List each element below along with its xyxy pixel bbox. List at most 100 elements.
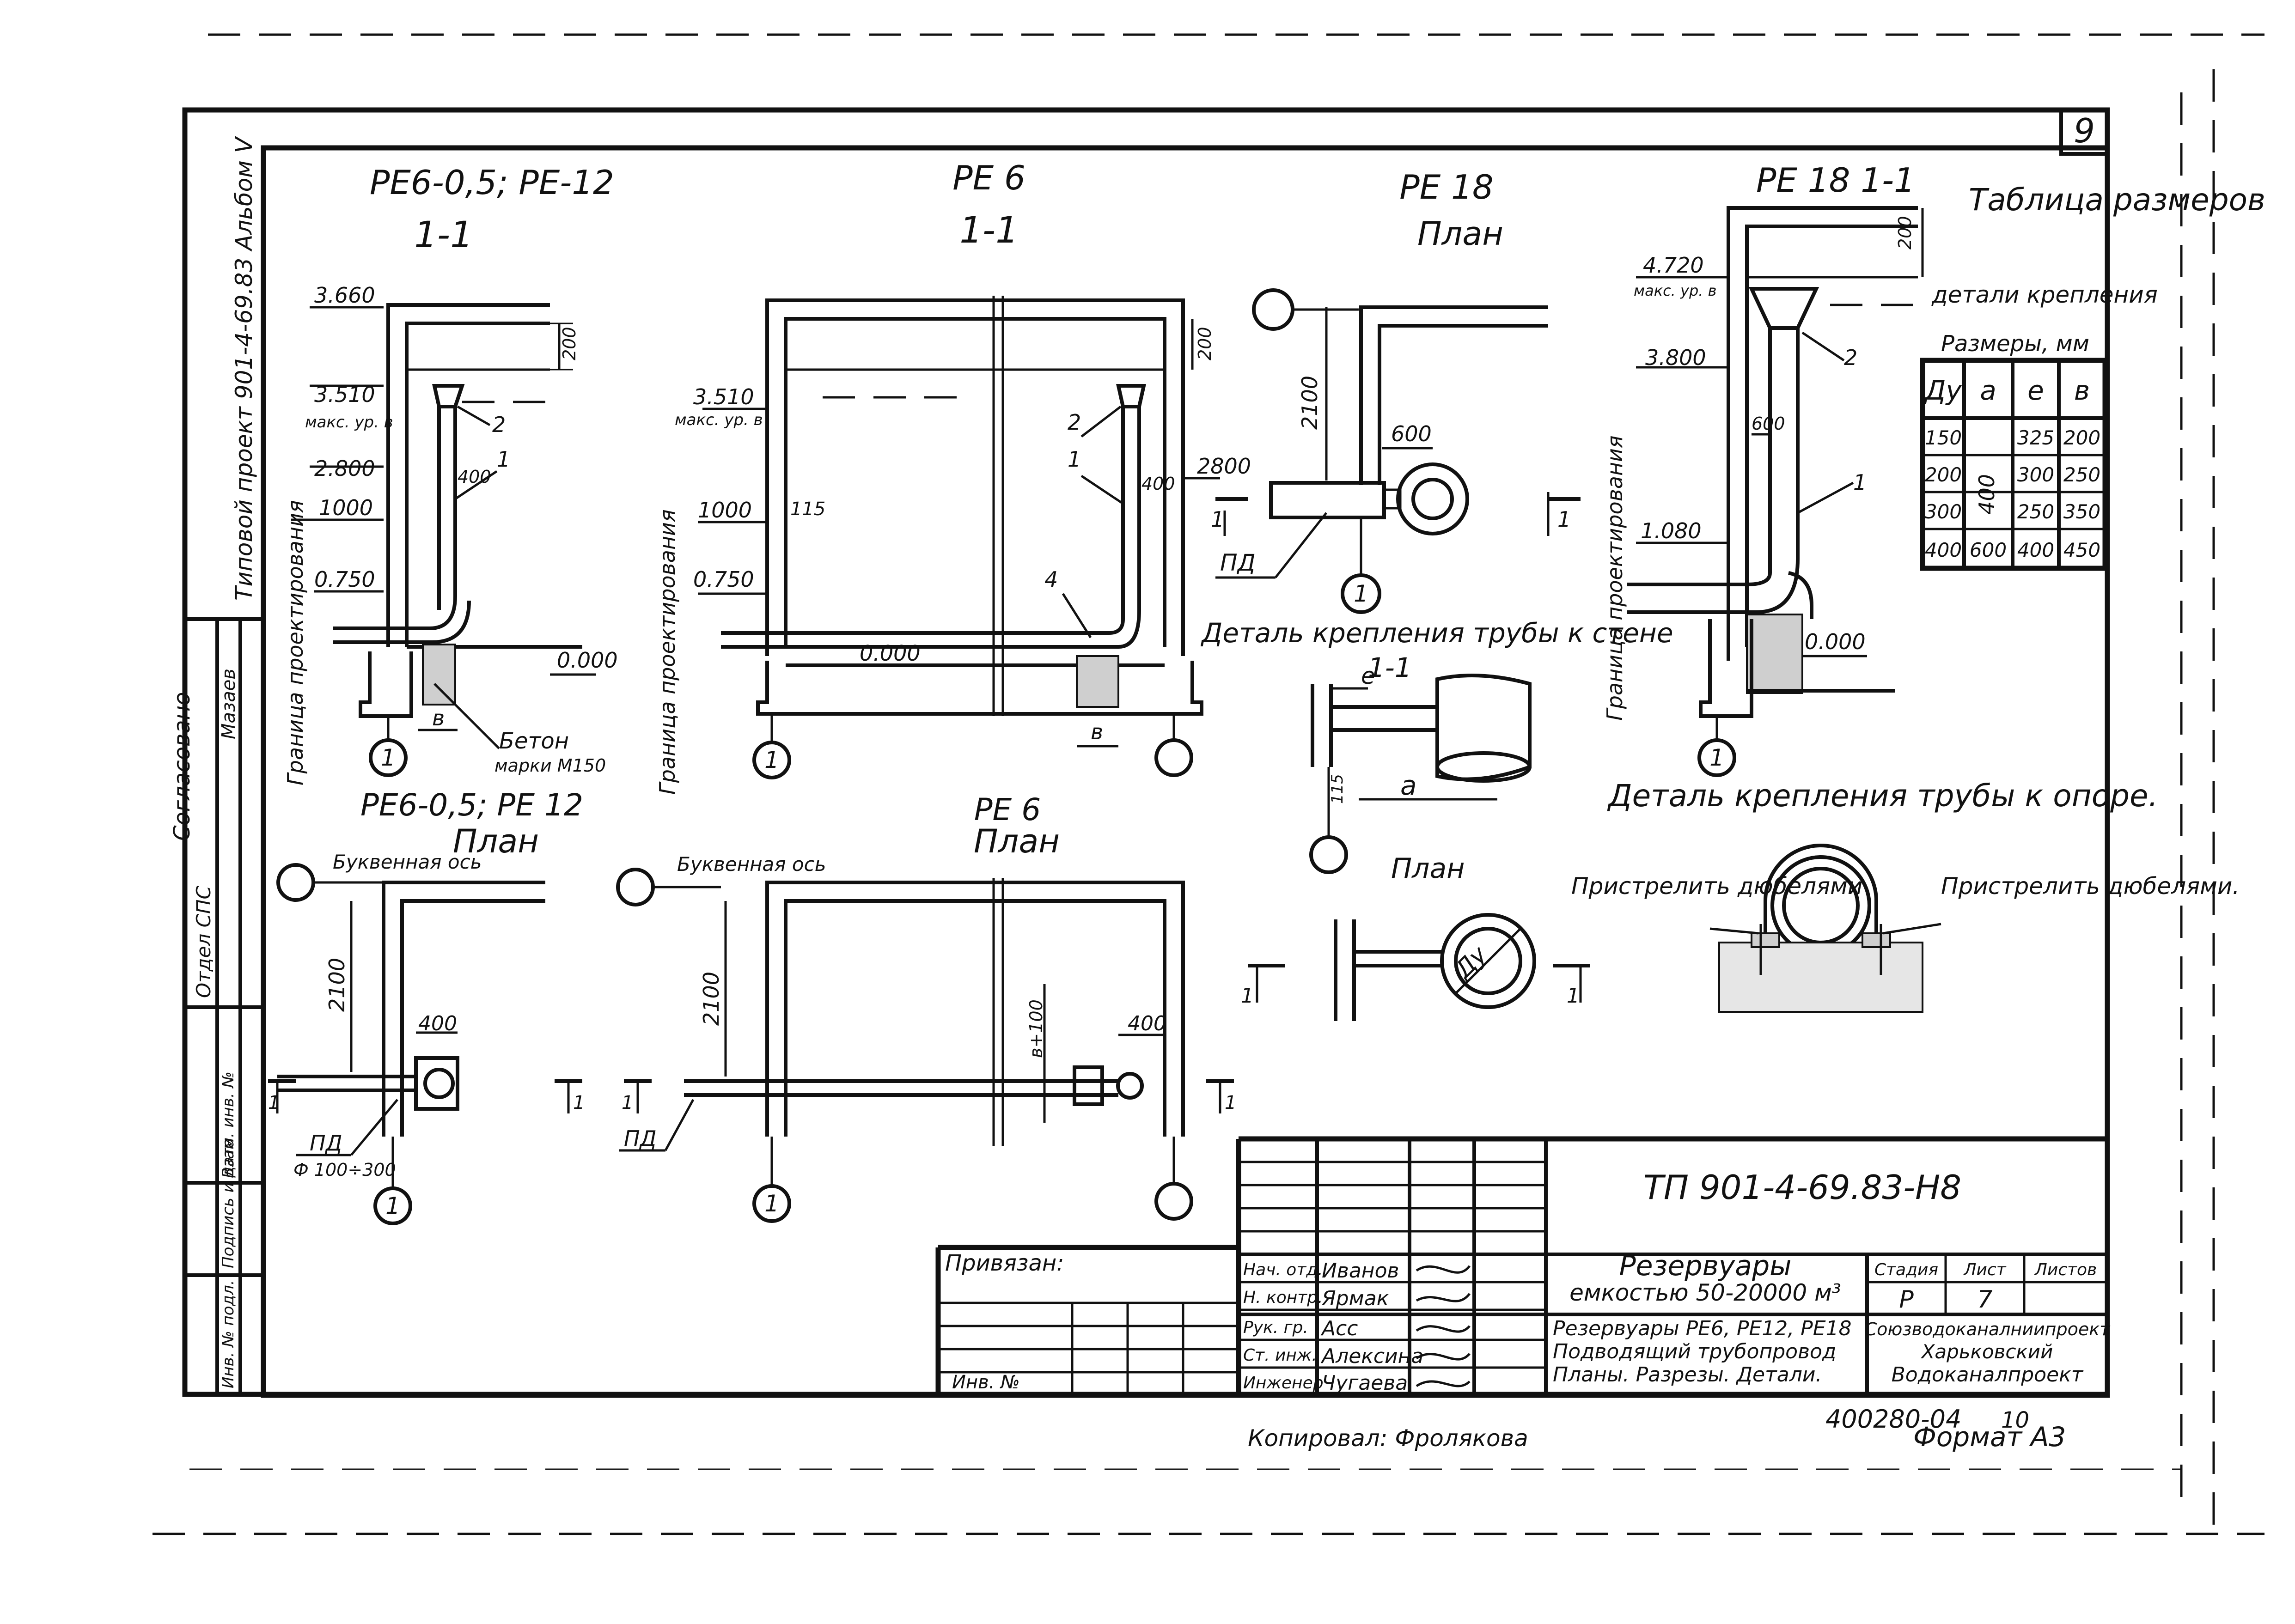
inner-frame [261,145,2110,1398]
v5-label-range: Ф 100÷300 [293,1160,396,1180]
v1-mark-maxlevel: макс. ур. в [305,413,393,432]
v2-dim-200: 200 [1195,327,1215,360]
detail-wall-section: 1-1 [1368,652,1412,683]
tb-product-title: Резервуары [1619,1250,1791,1282]
detail-support-left: Пристрелить дюбелями [1571,873,1862,900]
v1-dim-1000: 1000 [319,495,373,520]
view-re6-section: РЕ 6 1-1 3.510 макс. ур. в 1000 115 0.75… [655,158,1251,795]
tb-product-capacity: емкостью 50-20000 м³ [1569,1279,1841,1306]
tb-stage-header: Стадия [1874,1260,1938,1279]
v6-title: РЕ 6 [974,792,1041,827]
tb-role: Н. контр. [1243,1288,1323,1307]
detail-wall-du: Ду [1449,940,1493,984]
v1-concrete: Бетон [499,728,569,754]
v2-callout-2: 2 [1068,410,1081,435]
v4-mark-4720: 4.720 [1643,253,1704,278]
td: 400 [1925,539,1962,561]
size-table: Таблица размеров детали крепления Размер… [1920,182,2265,571]
view-re6-plan: РЕ 6 План Буквенная ось 2100 в+100 400 П… [616,792,1236,1223]
v1-mark-3660: 3.660 [314,283,375,308]
v1-mark-3510: 3.510 [314,382,375,407]
v3-sect-right: 1 [1557,507,1571,532]
v2-dim-115: 115 [790,499,825,520]
tb-sheet: 7 [1977,1286,1992,1314]
tb-org-3: Водоканалпроект [1892,1363,2084,1387]
tb-org-1: Союзводоканалниипроект [1865,1319,2111,1339]
v4-mark-maxlevel: макс. ур. в [1634,282,1716,299]
v2-callout-4: 4 [1044,567,1058,592]
detail-sect-left: 1 [1241,984,1254,1008]
v6-label-pd: ПД [624,1126,657,1151]
v4-callout-1: 1 [1853,470,1867,495]
detail-wall-115: 115 [1328,774,1347,804]
v1-dim-b: в [432,706,445,730]
margin-vzam: Взам. инв. № [219,1071,238,1178]
td: 200 [2063,426,2100,449]
v1-title: РЕ6-0,5; РЕ-12 [370,163,614,202]
bottom-code: 400280-04 [1825,1405,1961,1434]
v4-dim-200: 200 [1895,216,1915,249]
scan-edge-marks [153,33,2264,1539]
title-block: Привязан: Инв. № Нач. отд. Иванов Н. кон… [935,1136,2111,1395]
v4-callout-2: 2 [1844,345,1857,370]
v2-mark-3510: 3.510 [693,384,754,409]
margin-type-project: Типовой проект 901-4-69.83 Альбом V [231,135,257,601]
tb-code: ТП 901-4-69.83-Н8 [1643,1168,1961,1207]
detail-wall-a: а [1400,770,1417,801]
v6-subtitle: План [974,822,1060,860]
tb-sheet-title-1: Резервуары РЕ6, РЕ12, РЕ18 [1553,1317,1852,1340]
v3-title: РЕ 18 [1399,168,1493,207]
tb-role: Ст. инж. [1243,1346,1317,1365]
v4-dim-600: 600 [1752,414,1785,434]
v2-axis-bubble-left: 1 [764,747,779,773]
v6-axis-label: Буквенная ось [677,853,826,876]
tb-attached: Привязан: [945,1250,1064,1276]
th-a: а [1980,375,1996,406]
v1-dim-400: 400 [458,467,491,487]
margin-mazaev: Мазаев [218,669,239,739]
v6-dim-b100: в+100 [1026,999,1046,1058]
v6-dim-2100: 2100 [699,972,724,1026]
v1-callout-1: 1 [497,447,510,472]
v5-axis-bubble: 1 [385,1192,400,1219]
tb-inv-no: Инв. № [952,1372,1020,1393]
td: 325 [2017,426,2054,449]
sheet-number: 9 [2074,111,2095,150]
detail-wall-e: е [1361,663,1375,689]
th-e: е [2027,375,2044,406]
view-re6-05-plan: РЕ6-0,5; РЕ 12 План Буквенная ось 2100 4… [268,787,585,1225]
td: 150 [1925,426,1962,449]
table-units: Размеры, мм [1941,331,2089,357]
v2-callout-1: 1 [1068,447,1081,472]
format-label: Формат А3 [1913,1421,2066,1453]
td: 400 [2017,539,2054,561]
td: 250 [2063,463,2100,486]
table-subtitle: детали крепления [1931,281,2158,308]
v2-dim-1000: 1000 [698,498,752,523]
v4-boundary: Граница проектирования [1602,435,1627,721]
td: 300 [2017,463,2054,486]
td: 350 [2063,500,2100,523]
v3-dim-2100: 2100 [1297,376,1322,430]
detail-wall-title: Деталь крепления трубы к стене [1200,617,1673,649]
v1-dim-200: 200 [559,327,580,360]
detail-pipe-to-support: Деталь крепления трубы к опоре. Пристрел… [1571,778,2240,1013]
v2-section: 1-1 [959,210,1018,251]
tb-sheet-header: Лист [1963,1260,2006,1279]
view-re6-05-section: РЕ6-0,5; РЕ-12 1-1 3.660 3.510 макс. ур.… [283,163,618,785]
sheet-number-box [2059,108,2109,156]
tb-sheets-header: Листов [2034,1260,2097,1279]
td: 400 [1974,474,1999,515]
v3-sect-left: 1 [1211,507,1224,532]
td: 200 [1925,463,1962,486]
v2-boundary: Граница проектирования [655,509,680,795]
v1-mark-2800: 2.800 [314,456,375,481]
detail-pipe-to-wall: Деталь крепления трубы к стене 1-1 е 115… [1200,617,1673,1021]
td: 250 [2017,500,2054,523]
tb-sheet-title-2: Подводящий трубопровод [1553,1340,1836,1363]
tb-role: Рук. гр. [1243,1318,1308,1337]
th-du: Ду [1923,375,1962,406]
left-margin-stamp: Типовой проект 901-4-69.83 Альбом V Согл… [169,135,263,1394]
tb-org-2: Харьковский [1921,1340,2053,1363]
